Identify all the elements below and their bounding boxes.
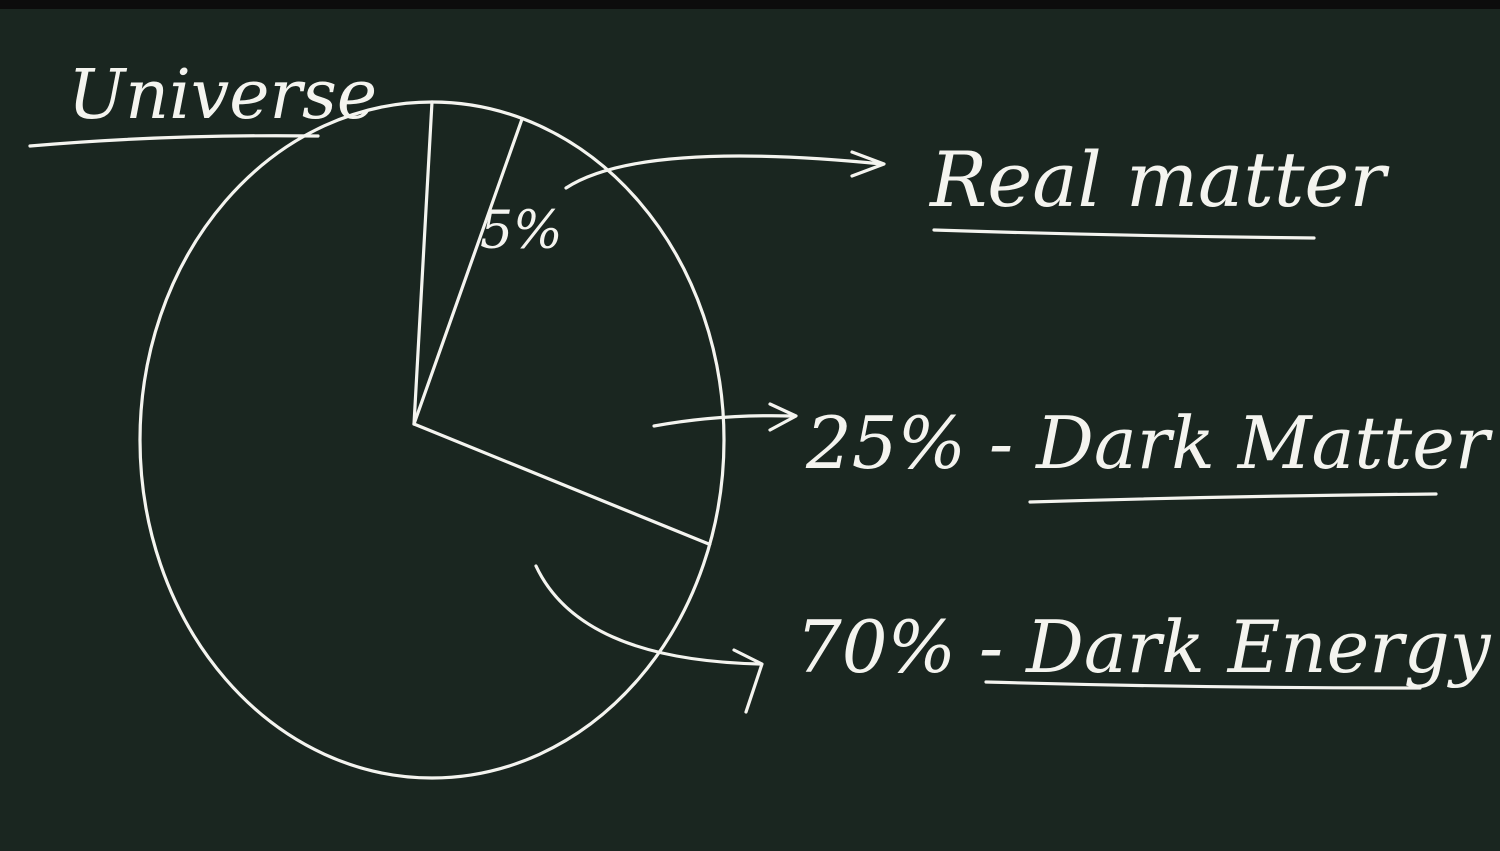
slice-boundary-2: [412, 422, 712, 547]
label-real-matter: Real matter: [928, 135, 1390, 224]
underline-real-matter: [932, 228, 1316, 240]
label-dark-matter: 25% - Dark Matter: [805, 401, 1493, 485]
underline-dark-matter: [1028, 492, 1438, 504]
top-bar: [0, 0, 1500, 9]
slice-label-real-matter: 5%: [480, 201, 563, 261]
slice-boundary-1: [412, 116, 524, 426]
arrow-real-matter: [564, 150, 886, 190]
underline-dark-energy: [984, 680, 1422, 690]
chart-title: Universe: [68, 56, 377, 135]
slice-boundary-start: [412, 100, 434, 426]
pie-outline: [138, 100, 726, 780]
pie-group: [138, 100, 726, 780]
arrow-dark-energy: [534, 564, 764, 714]
title-underline: [28, 134, 320, 148]
label-dark-energy: 70% - Dark Energy: [796, 605, 1492, 689]
arrow-dark-matter: [652, 402, 798, 432]
